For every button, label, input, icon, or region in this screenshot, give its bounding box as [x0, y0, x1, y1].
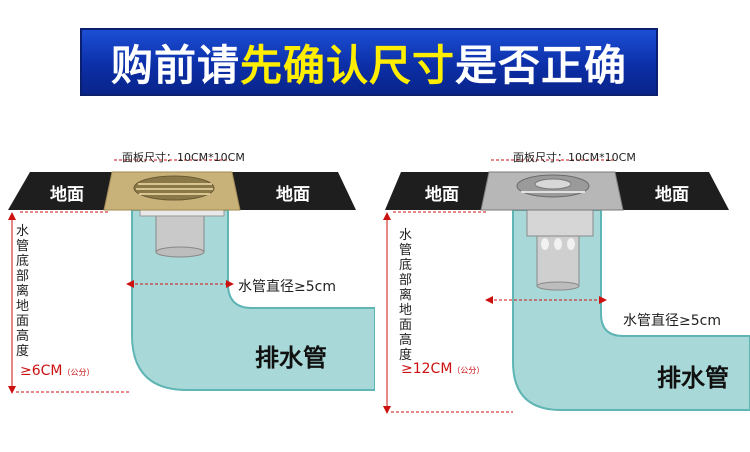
left-diagram: 面板尺寸：10CM*10CM 地面 地面 水 管 底 部 离 地 面 高 度 ≥… [0, 140, 375, 440]
right-vertical-label: 水 管 底 部 离 地 面 高 度 [399, 228, 413, 363]
right-pipe-label: 排水管 [657, 364, 729, 392]
right-floor-right [615, 172, 729, 210]
left-floor-label-right: 地面 [276, 185, 310, 205]
title-banner: 购前请先确认尺寸是否正确 [80, 28, 658, 96]
right-height-value: ≥12CM（公分） [401, 361, 485, 377]
left-pipe-label: 排水管 [255, 344, 327, 372]
left-floor-left [8, 172, 112, 210]
right-diagram: 面板尺寸：10CM*10CM 地面 地面 水 管 底 部 离 地 面 高 度 ≥… [377, 140, 750, 440]
right-diagram-svg [383, 159, 750, 414]
banner-text-2: 先确认尺寸 [239, 40, 455, 90]
right-panel-size-label: 面板尺寸：10CM*10CM [513, 151, 636, 164]
left-pipe-diameter-label: 水管直径≥5cm [238, 279, 336, 295]
left-panel-size-label: 面板尺寸：10CM*10CM [122, 151, 245, 164]
left-floor-right [232, 172, 356, 210]
right-floor-label-left: 地面 [425, 185, 459, 205]
right-pipe-diameter-label: 水管直径≥5cm [623, 313, 721, 329]
left-floor-label-left: 地面 [50, 185, 84, 205]
left-height-value: ≥6CM（公分） [20, 363, 95, 379]
left-vertical-label: 水 管 底 部 离 地 面 高 度 [16, 224, 30, 359]
right-drain-body [526, 209, 594, 237]
banner-text-3: 是否正确 [455, 40, 628, 90]
right-floor-label-right: 地面 [655, 185, 689, 205]
left-diagram-svg [8, 159, 375, 394]
left-drain-core [155, 211, 205, 253]
right-floor-left [385, 172, 489, 210]
banner-text-1: 购前请 [110, 40, 240, 90]
